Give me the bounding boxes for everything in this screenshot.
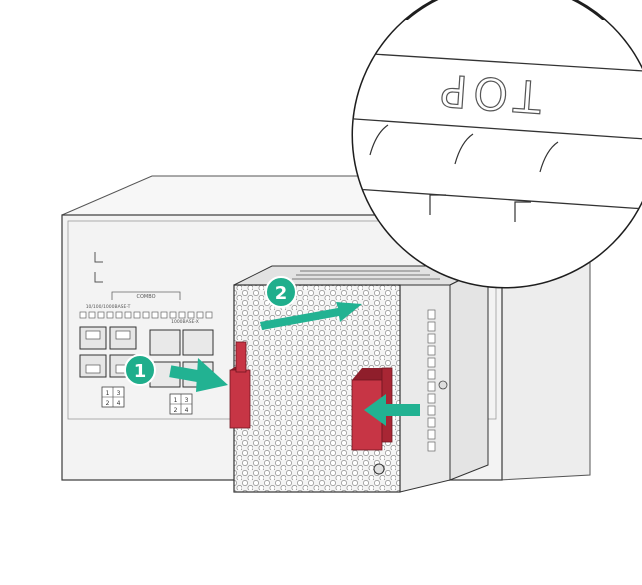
left-latch <box>229 341 251 429</box>
svg-text:1: 1 <box>106 390 110 397</box>
step-1-number: 1 <box>134 361 147 382</box>
sfp-port <box>149 329 181 356</box>
svg-text:2: 2 <box>174 407 178 414</box>
sfp-port <box>182 329 214 356</box>
side-screw <box>438 380 448 390</box>
led-strip <box>79 311 213 319</box>
svg-text:3: 3 <box>185 397 189 404</box>
step-1-arrow <box>169 358 228 392</box>
callout-bubble: TOP <box>351 0 642 289</box>
fan-module <box>233 265 489 493</box>
step-2-number: 2 <box>275 283 288 304</box>
fan-grille <box>233 284 401 493</box>
top-marking: TOP <box>433 63 543 121</box>
front-screw <box>373 463 385 475</box>
svg-text:2: 2 <box>106 400 110 407</box>
side-vent-slots <box>427 309 436 452</box>
step-2-arrow <box>260 302 362 330</box>
right-port-number-table: 1 3 2 4 <box>169 393 193 415</box>
right-port-label: 1000BASE-X <box>171 319 199 325</box>
svg-text:3: 3 <box>117 390 121 397</box>
combo-label: COMBO <box>136 294 155 300</box>
left-port-number-table: 1 3 2 4 <box>101 386 125 408</box>
step-2-badge: 2 <box>265 276 297 308</box>
svg-text:4: 4 <box>185 407 189 414</box>
svg-text:1: 1 <box>174 397 178 404</box>
left-port-label: 10/100/1000BASE-T <box>86 304 131 310</box>
step-1-badge: 1 <box>124 354 156 386</box>
combo-bracket <box>111 291 181 300</box>
svg-text:4: 4 <box>117 400 121 407</box>
step-1-right-arrow <box>364 394 420 426</box>
